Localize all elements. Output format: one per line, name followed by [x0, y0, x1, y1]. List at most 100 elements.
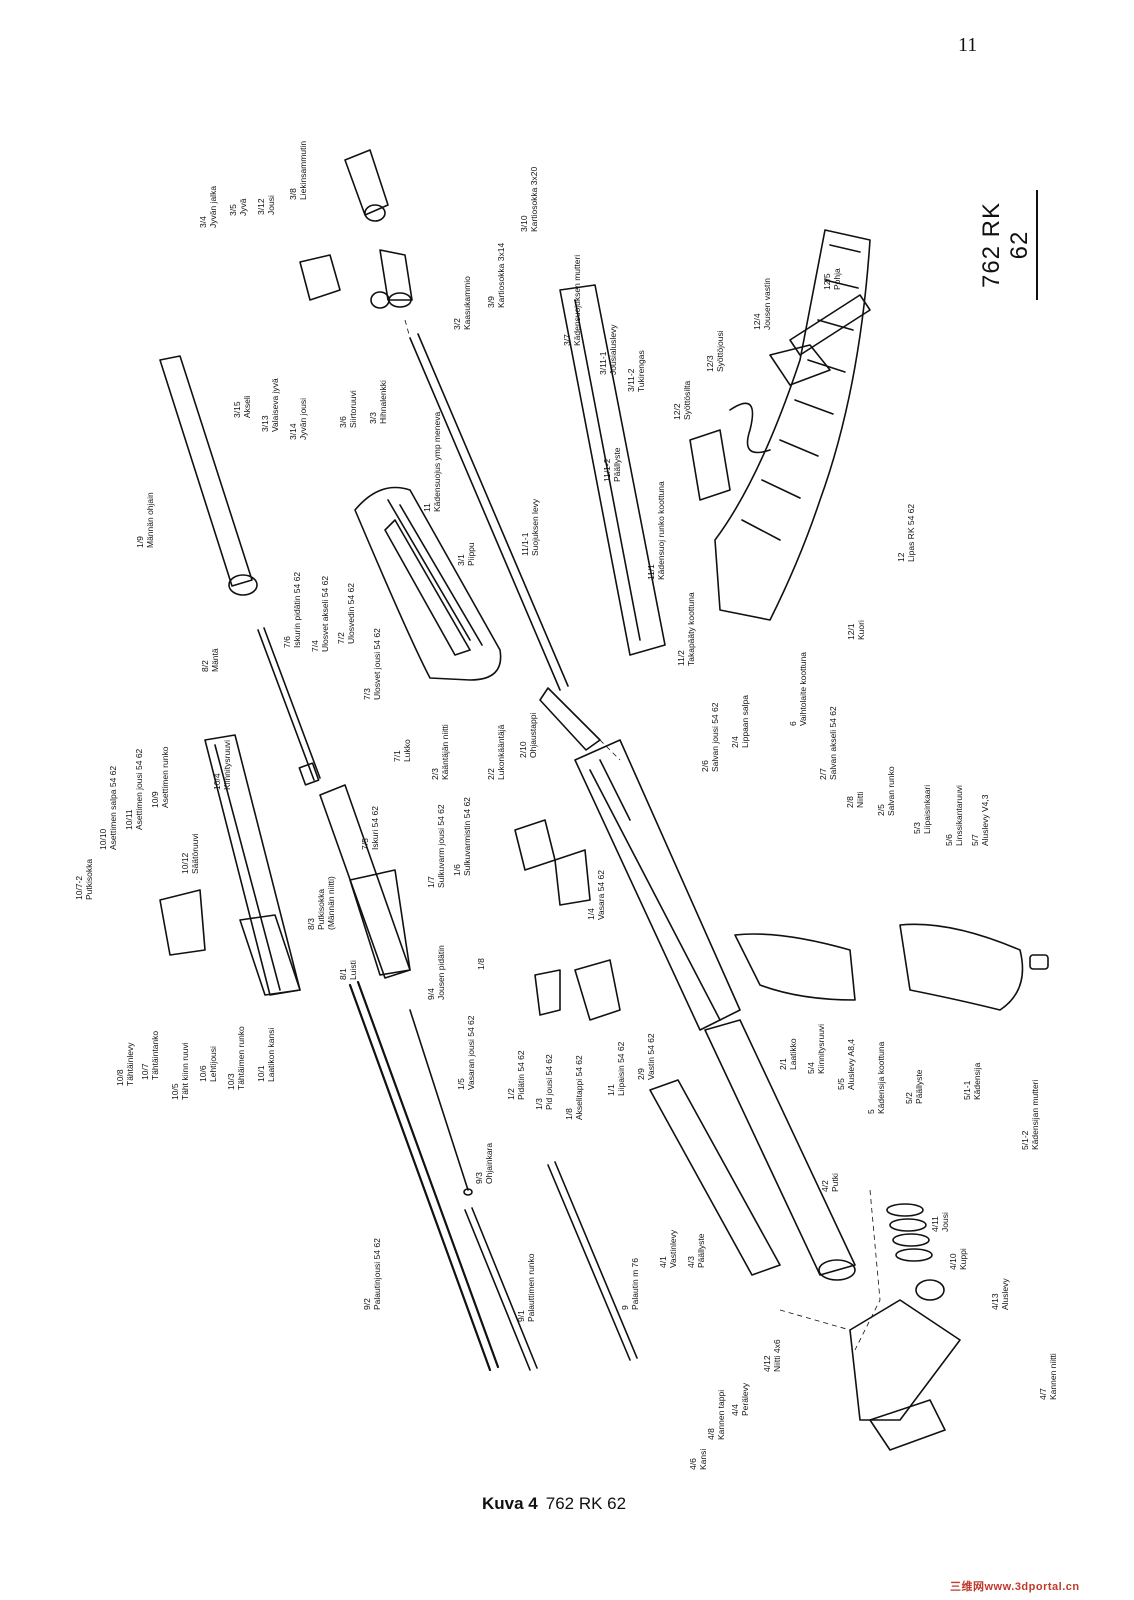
watermark: 三维网www.3dportal.cn — [950, 1581, 1080, 1593]
stock-tubes-part — [649, 1019, 856, 1281]
barrel-part — [409, 333, 601, 751]
butt-plate-part — [849, 1299, 961, 1451]
lower-handguard-part — [354, 486, 502, 681]
assembly-line-3 — [854, 1189, 881, 1351]
return-rod-part — [464, 1161, 638, 1371]
recoil-spring-part — [348, 980, 500, 1372]
side-title: 762 RK 62 — [978, 190, 1038, 300]
assembly-line-4 — [779, 1309, 851, 1331]
bolt-carrier-part — [319, 784, 411, 979]
pistol-grip-part — [734, 923, 1049, 1011]
assembly-line-1 — [404, 319, 411, 339]
figure-title: 762 RK 62 — [545, 1494, 627, 1513]
upper-handguard-part — [559, 284, 666, 656]
assembly-line-2 — [599, 739, 621, 761]
magazine-follower-part — [689, 294, 871, 501]
buffer-spring-part — [886, 1203, 945, 1301]
guide-rod-part — [409, 1009, 473, 1196]
page-number: 11 — [958, 34, 978, 56]
flash-hider-part — [299, 149, 413, 309]
part-label-1-8: 1/8 — [476, 958, 486, 970]
rear-sight-part — [159, 889, 301, 996]
